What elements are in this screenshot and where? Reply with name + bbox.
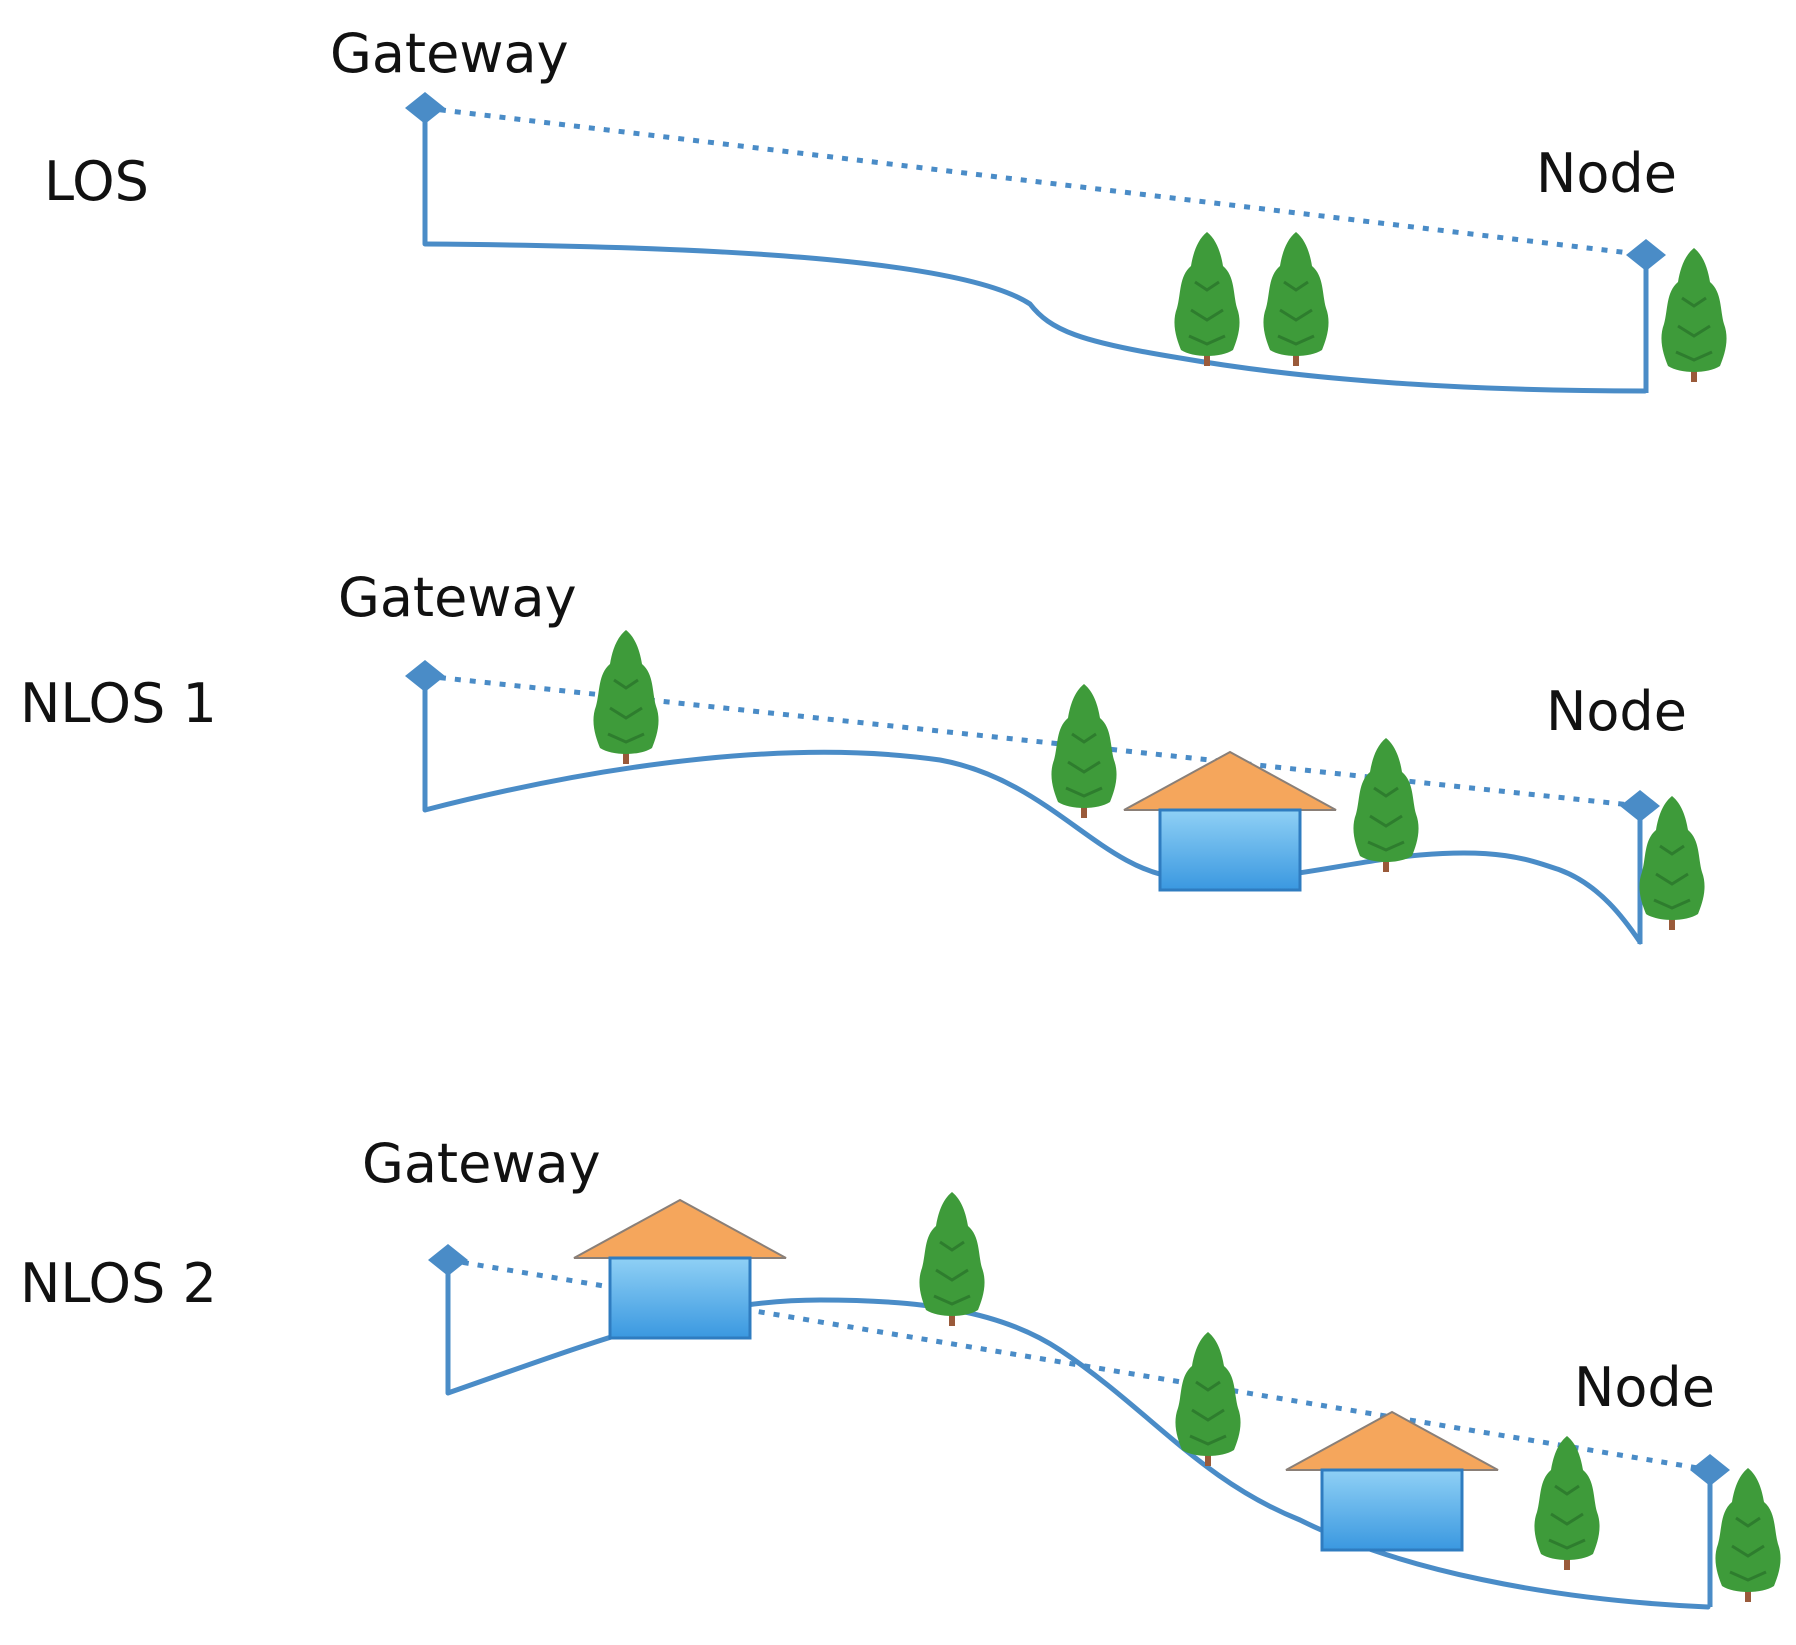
antenna-icon: [1626, 239, 1666, 271]
house-icon: [1122, 750, 1338, 892]
scenario-label-nlos1: NLOS 1: [20, 672, 217, 735]
tree-icon: [1261, 230, 1331, 368]
scenario-label-nlos2: NLOS 2: [20, 1252, 217, 1315]
terrain-profile-nlos1: [422, 749, 1643, 945]
tree-icon: [917, 1190, 987, 1328]
antenna-icon: [405, 92, 445, 124]
node-label-nlos1: Node: [1546, 680, 1687, 743]
tree-icon: [1049, 682, 1119, 820]
tree-icon: [1172, 230, 1242, 368]
tree-icon: [591, 628, 661, 766]
node-label-los: Node: [1536, 142, 1677, 205]
antenna-icon: [405, 660, 445, 692]
tree-icon: [1659, 246, 1729, 384]
gateway-label-nlos2: Gateway: [362, 1132, 601, 1195]
antenna-icon: [1620, 790, 1660, 822]
node-label-nlos2: Node: [1574, 1356, 1715, 1419]
tree-icon: [1173, 1330, 1243, 1468]
terrain-profile-los: [422, 241, 1648, 394]
scenario-los: LOS Gateway Node: [44, 22, 1729, 394]
scenario-label-los: LOS: [44, 150, 149, 213]
gateway-label-los: Gateway: [330, 22, 569, 85]
antenna-icon: [1690, 1454, 1730, 1486]
antenna-icon: [428, 1244, 468, 1276]
scenario-nlos2: NLOS 2 Gateway Node: [20, 1132, 1783, 1610]
gateway-label-nlos1: Gateway: [338, 566, 577, 629]
tree-icon: [1351, 736, 1421, 874]
line-of-sight-los: [424, 105, 1647, 258]
scenario-nlos1: NLOS 1 Gateway Node: [20, 566, 1707, 945]
terrain-profile-nlos2: [445, 1297, 1711, 1610]
tree-icon: [1713, 1466, 1783, 1604]
tree-icon: [1532, 1434, 1602, 1572]
house-icon: [572, 1198, 788, 1340]
tree-icon: [1637, 794, 1707, 932]
